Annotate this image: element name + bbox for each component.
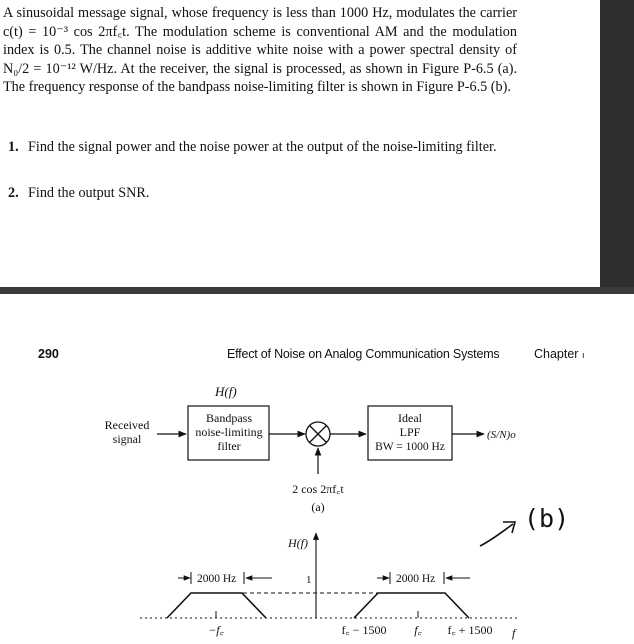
handwritten-arrow-icon [479,521,517,547]
bandpass-filter-block [187,405,270,461]
question-2-text: Find the output SNR. [28,185,150,201]
dark-side-strip [600,0,634,287]
filter-hf-label: H(f) [214,384,237,399]
mixer-icon [305,421,331,447]
figure-a-caption: (a) [311,500,324,514]
lpf-line3: BW = 1000 Hz [375,441,445,453]
input-label-line1: Received [105,418,150,432]
neg-fc-label: −f꜀ [208,623,224,637]
question-1-number: 1. [8,139,19,155]
response-peak-value: 1 [306,574,312,586]
input-label-line2: signal [113,432,142,446]
handwritten-b-label: (b) [524,504,570,533]
fc-plus-label: f꜀ + 1500 [448,623,493,637]
chapter-text: Chapter [534,347,579,361]
page-title: Effect of Noise on Analog Communication … [227,347,500,361]
left-bandwidth-label: 2000 Hz [197,573,236,585]
chapter-label: Chapter ı [534,347,585,361]
lpf-line1: Ideal [398,411,423,425]
right-passband [353,592,470,619]
lpf-line2: LPF [400,425,421,439]
bandpass-line2: noise-limiting [195,425,262,439]
fc-minus-label: f꜀ − 1500 [342,623,387,637]
fc-label: f꜀ [414,623,422,637]
problem-statement: A sinusoidal message signal, whose frequ… [0,0,600,287]
bandpass-line3: filter [217,439,240,453]
response-axis-label: H(f) [287,536,308,550]
question-1-text: Find the signal power and the noise powe… [28,139,497,155]
snr-output-label: (S/N)o [487,429,516,441]
right-bandwidth-label: 2000 Hz [396,573,435,585]
oscillator-label: 2 cos 2πf꜀t [292,482,344,496]
lpf-block [367,405,453,461]
section-divider [0,287,634,294]
left-passband [166,592,267,619]
problem-paragraph: A sinusoidal message signal, whose frequ… [3,5,517,95]
f-axis-label: f [512,626,517,640]
bandpass-line1: Bandpass [206,411,252,425]
page-number: 290 [38,347,59,361]
question-2-number: 2. [8,185,19,201]
